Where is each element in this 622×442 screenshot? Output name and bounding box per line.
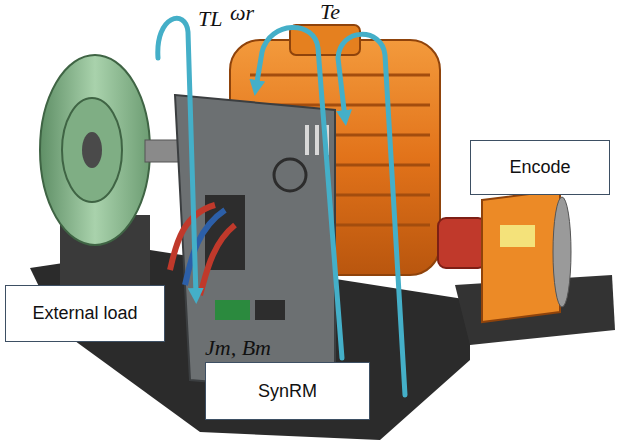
symbol-label-holder: TL — [198, 8, 222, 30]
symbol-label-holder: Jm, Bm — [205, 337, 271, 359]
box-label: SynRM — [258, 381, 317, 402]
encoder-cap — [553, 197, 571, 307]
load-torque-arrow — [158, 18, 196, 296]
symbol-label-holder: Te — [320, 1, 340, 23]
encoder-housing — [482, 190, 560, 322]
label-box: External load — [5, 285, 165, 342]
brake-disc — [40, 55, 150, 245]
symbol-label: Jm, Bm — [205, 335, 271, 360]
box-label: External load — [32, 303, 137, 324]
symbol-label: Te — [320, 0, 340, 24]
electric-torque-arrow — [338, 34, 405, 395]
brake-shaft — [82, 132, 102, 168]
brake-hub — [62, 98, 122, 202]
symbol-label-holder: ωr — [230, 2, 254, 24]
box-label: Encode — [509, 157, 570, 178]
coupling — [438, 218, 486, 268]
panel-logo — [274, 159, 306, 191]
encoder-sticker — [500, 225, 535, 247]
label-box: SynRM — [205, 362, 370, 420]
label-box: Encode — [470, 140, 610, 195]
torque-arrows — [158, 18, 405, 395]
symbol-label: TL — [198, 6, 222, 31]
box-content: SynRM — [258, 381, 317, 402]
terminals — [170, 195, 285, 320]
symbol-label: ωr — [230, 0, 254, 25]
speed-arrow — [256, 27, 342, 358]
box-content: Encode — [509, 157, 570, 178]
front-panel — [175, 95, 335, 392]
box-content: External load — [32, 303, 137, 324]
